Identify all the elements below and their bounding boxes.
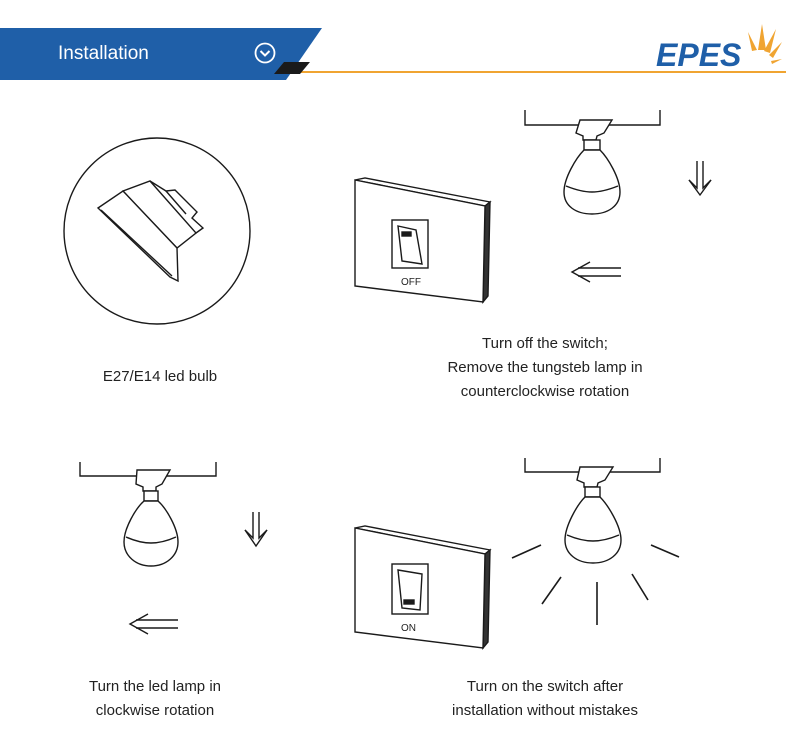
caption-line: Turn on the switch after	[466, 678, 624, 695]
section-title: Installation	[58, 43, 149, 64]
ceiling-bulb-step-3	[79, 462, 217, 567]
header-shadow	[274, 62, 310, 74]
caption-line: counterclockwise rotation	[460, 383, 630, 400]
caption-step-4: Turn on the switch after installation wi…	[395, 675, 695, 723]
caption-line: Turn the led lamp in	[88, 678, 221, 695]
light-rays-icon	[511, 544, 680, 625]
arrow-left-icon	[570, 261, 621, 283]
caption-step-3: Turn the led lamp in clockwise rotation	[40, 675, 270, 723]
arrow-down-icon	[244, 512, 268, 548]
wall-switch-on: ON	[354, 525, 492, 650]
sun-rays-icon	[748, 24, 782, 64]
bulb-base-illustration	[63, 137, 251, 325]
caption-step-2: Turn off the switch; Remove the tungsteb…	[395, 332, 695, 404]
arrow-left-icon	[128, 613, 178, 635]
chevron-down-circle-icon	[254, 42, 276, 64]
header-divider	[280, 71, 786, 73]
ceiling-bulb-step-4	[524, 458, 661, 564]
switch-label-on: ON	[401, 623, 416, 634]
caption-line: installation without mistakes	[452, 702, 638, 719]
caption-line: Turn off the switch;	[482, 335, 608, 352]
arrow-down-icon	[688, 161, 712, 197]
caption-line: clockwise rotation	[95, 702, 215, 719]
header-banner	[0, 28, 322, 80]
caption-line: E27/E14 led bulb	[102, 368, 218, 385]
wall-switch-off: OFF	[354, 177, 492, 304]
switch-label-off: OFF	[401, 277, 421, 288]
logo-text: EPES	[656, 37, 742, 72]
caption-step-1: E27/E14 led bulb	[50, 365, 270, 389]
ceiling-bulb-step-2	[524, 110, 661, 215]
brand-logo: EPES	[656, 24, 782, 72]
caption-line: Remove the tungsteb lamp in	[447, 359, 643, 376]
